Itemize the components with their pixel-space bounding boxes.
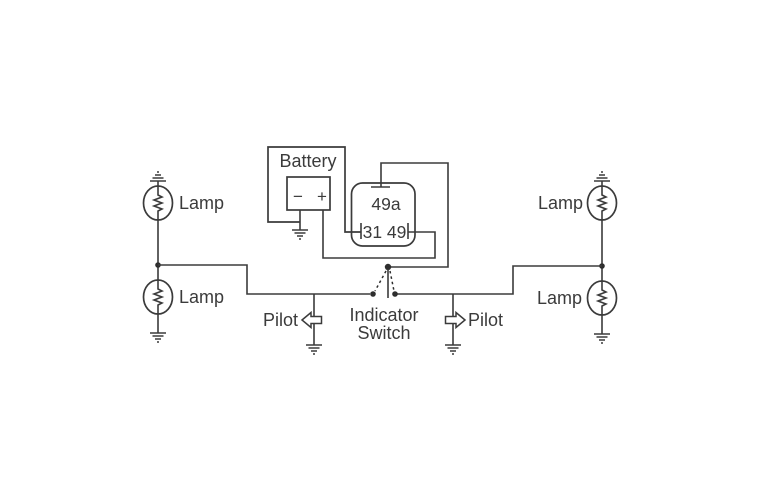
filament-icon	[595, 281, 609, 315]
ground-icon	[292, 229, 308, 240]
lamp-column-left: Lamp Lamp	[142, 171, 224, 343]
pilot-left-group: Pilot	[263, 294, 323, 355]
arrow-right-icon	[444, 310, 467, 330]
relay-group: 49a 31 49	[350, 162, 449, 268]
switch-contact-right-dot	[392, 291, 398, 297]
battery-cell	[286, 176, 331, 211]
relay-box	[350, 182, 416, 247]
switch-throw-left-dashed	[374, 270, 387, 292]
arrow-left-icon	[300, 310, 323, 330]
ground-icon	[150, 332, 166, 343]
ground-icon	[306, 344, 322, 355]
wire-left-lamps-to-switch	[158, 264, 370, 295]
pilot-label: Pilot	[468, 310, 503, 330]
battery-plus-terminal: +	[317, 187, 327, 206]
lamp-label: Lamp	[179, 193, 224, 213]
relay-terminal-31-49-label: 31 49	[363, 222, 407, 242]
indicator-switch-label-line2: Switch	[357, 323, 410, 343]
filament-icon	[151, 280, 165, 314]
ground-icon	[594, 171, 610, 182]
switch-contact-left-dot	[370, 291, 376, 297]
switch-throw-right-dashed	[389, 270, 395, 292]
indicator-switch-label-line1: Indicator	[349, 305, 418, 325]
battery-box	[267, 146, 361, 233]
ground-icon	[445, 344, 461, 355]
battery-minus-terminal: −	[293, 187, 303, 206]
lamp-bottom-right	[586, 280, 618, 316]
pilot-label: Pilot	[263, 310, 298, 330]
wire-switch-to-right-lamps	[395, 265, 602, 295]
lamp-label: Lamp	[537, 288, 582, 308]
lamp-label: Lamp	[538, 193, 583, 213]
wire-relay-49a-to-switch	[380, 162, 449, 268]
relay-terminal-49a-label: 49a	[371, 194, 400, 214]
ground-icon	[594, 333, 610, 344]
lamp-top-left	[142, 185, 174, 221]
lamp-label: Lamp	[179, 287, 224, 307]
filament-icon	[595, 186, 609, 220]
lamp-column-right: Lamp Lamp	[537, 171, 618, 344]
lamp-top-right	[586, 185, 618, 221]
indicator-switch-group: Indicator Switch	[349, 263, 419, 343]
filament-icon	[151, 186, 165, 220]
lamp-bottom-left	[142, 279, 174, 315]
pilot-right-group: Pilot	[444, 294, 503, 355]
ground-icon	[150, 171, 166, 182]
switch-pole-dot	[384, 263, 392, 271]
battery-group: Battery − +	[267, 146, 436, 259]
wire-battery-plus-to-relay	[322, 210, 436, 259]
battery-label: Battery	[279, 151, 336, 171]
